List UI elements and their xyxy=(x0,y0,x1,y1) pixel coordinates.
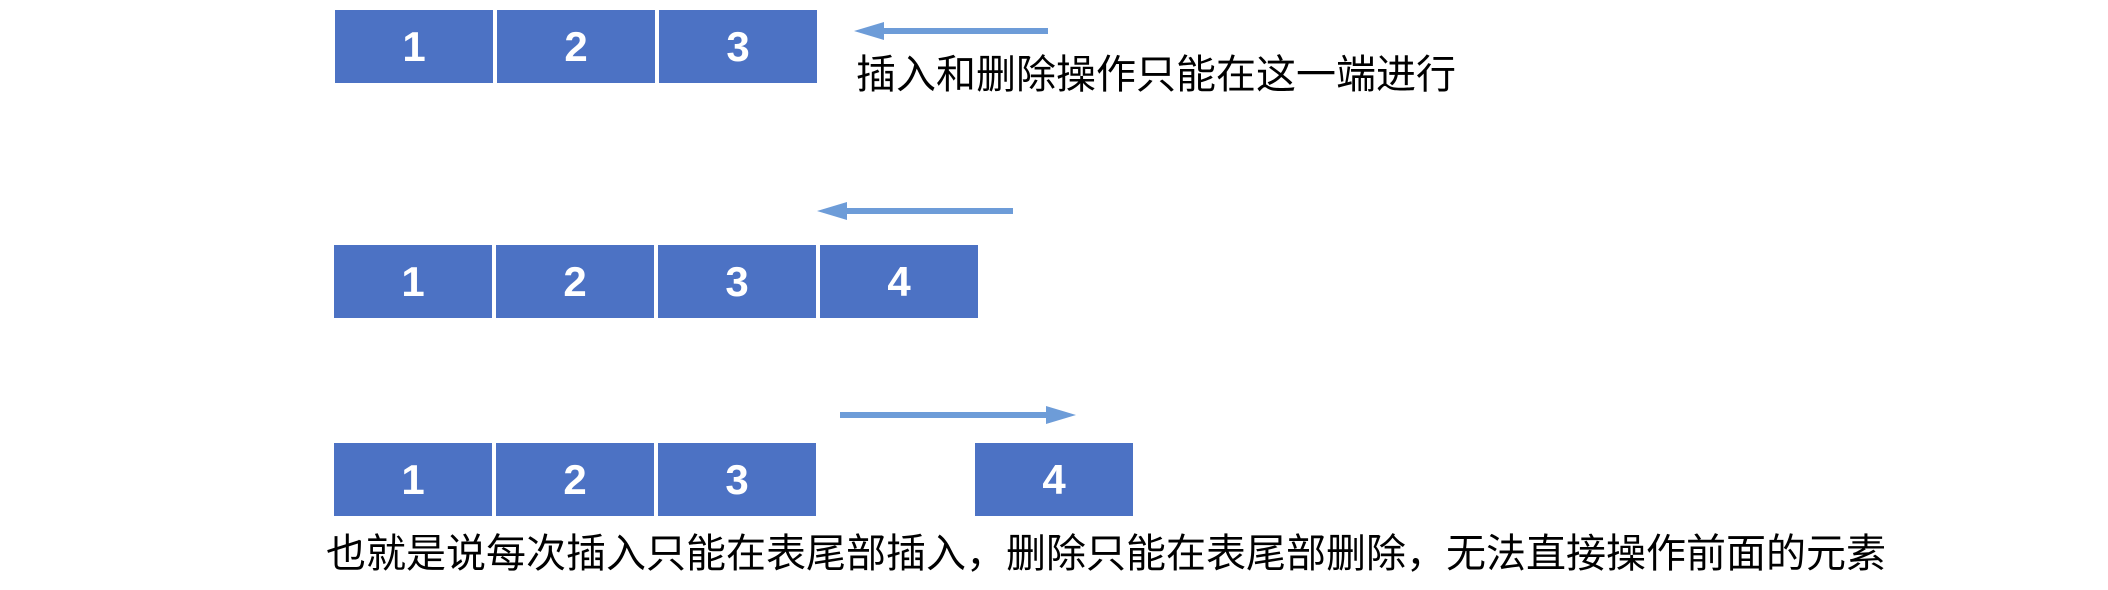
array-cell: 2 xyxy=(497,10,655,83)
array-cell: 1 xyxy=(334,245,492,318)
caption-top: 插入和删除操作只能在这一端进行 xyxy=(856,53,1456,97)
array-cell: 3 xyxy=(658,245,816,318)
detached-cell: 4 xyxy=(975,443,1133,516)
array-cell: 2 xyxy=(496,245,654,318)
array-cell: 3 xyxy=(658,443,816,516)
array-cell: 2 xyxy=(496,443,654,516)
caption-bottom: 也就是说每次插入只能在表尾部插入，删除只能在表尾部删除，无法直接操作前面的元素 xyxy=(326,532,1886,576)
arrow-right-icon xyxy=(840,406,1076,424)
array-cell: 1 xyxy=(335,10,493,83)
arrow-left-icon xyxy=(854,22,1048,40)
array-cell: 4 xyxy=(820,245,978,318)
arrow-left-icon xyxy=(817,202,1013,220)
gap-spacer xyxy=(820,443,971,516)
array-cell: 3 xyxy=(659,10,817,83)
array-cell: 1 xyxy=(334,443,492,516)
